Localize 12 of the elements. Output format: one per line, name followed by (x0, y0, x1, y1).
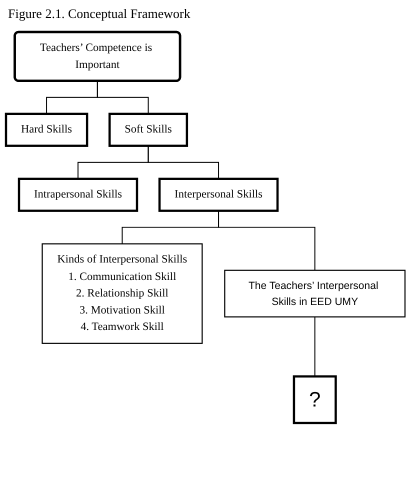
node-box: Kinds of Interpersonal Skills 1. Communication Skill 2. Relationship Skill 3. Motivation Skill 4. Teamwork Skill (42, 243, 203, 344)
figure-title: Figure 2.1. Conceptual Framework (8, 6, 190, 22)
connector (96, 80, 149, 114)
node-box: Soft Skills (108, 112, 188, 147)
node-box: Interpersonal Skills (158, 178, 279, 212)
node-box: Hard Skills (4, 112, 88, 147)
node-box: ? (292, 375, 337, 424)
node-box: Intrapersonal Skills (18, 178, 138, 212)
connector (218, 210, 316, 271)
connector (314, 316, 316, 377)
node-box: The Teachers’ Interpersonal Skills in EED UMY (224, 270, 406, 318)
connector (148, 145, 220, 180)
